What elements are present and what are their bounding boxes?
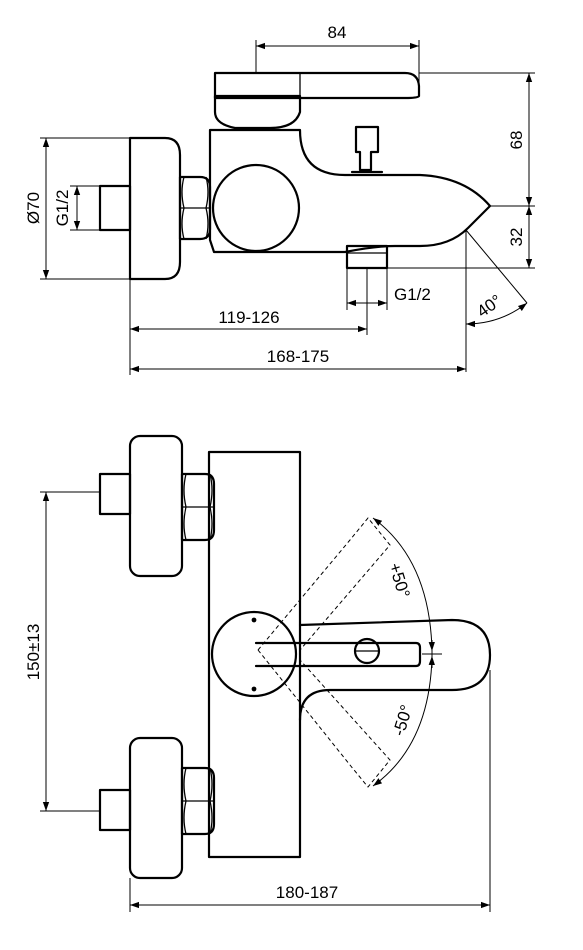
dim-overall-projection: 180-187	[276, 883, 338, 902]
dim-lever-rotation-up: +50°	[385, 561, 414, 601]
mixer-body-front	[207, 450, 302, 859]
diverter-knob	[354, 125, 380, 172]
hex-nut	[178, 175, 212, 241]
lever-front	[254, 641, 422, 668]
side-view: 84 68 32 Ø70 G1/2 G1/2 40° 119-126	[24, 23, 535, 375]
upper-wall-flange	[128, 434, 184, 578]
lever-position-up	[257, 517, 391, 651]
lever	[213, 71, 421, 100]
cartridge-cap	[211, 163, 301, 253]
dim-flange-diameter: Ø70	[24, 192, 43, 224]
lower-inlet-thread	[98, 788, 132, 832]
dim-spout-projection: 168-175	[267, 347, 329, 366]
dim-inlet-centres: 150±13	[24, 624, 43, 681]
dim-outlet-thread: G1/2	[394, 285, 431, 304]
upper-inlet-thread	[98, 472, 132, 516]
cartridge-cover	[213, 94, 302, 130]
spout-front	[298, 618, 492, 722]
dim-inlet-thread: G1/2	[53, 190, 72, 227]
inlet-thread	[98, 184, 132, 232]
lever-position-down	[257, 649, 391, 788]
dim-lever-length: 84	[328, 23, 347, 42]
dim-height-upper: 68	[507, 131, 526, 150]
wall-flange	[128, 136, 182, 281]
dim-height-lower: 32	[507, 228, 526, 247]
dim-outlet-angle: 40°	[473, 291, 505, 321]
mixer-body	[208, 128, 492, 254]
cartridge-cap-front	[210, 610, 298, 698]
lower-wall-flange	[128, 736, 184, 880]
dim-outlet-distance: 119-126	[218, 308, 279, 327]
dim-lever-rotation-down: -50°	[389, 703, 416, 739]
front-view: 150±13 +50° -50° 180-187	[24, 434, 492, 912]
